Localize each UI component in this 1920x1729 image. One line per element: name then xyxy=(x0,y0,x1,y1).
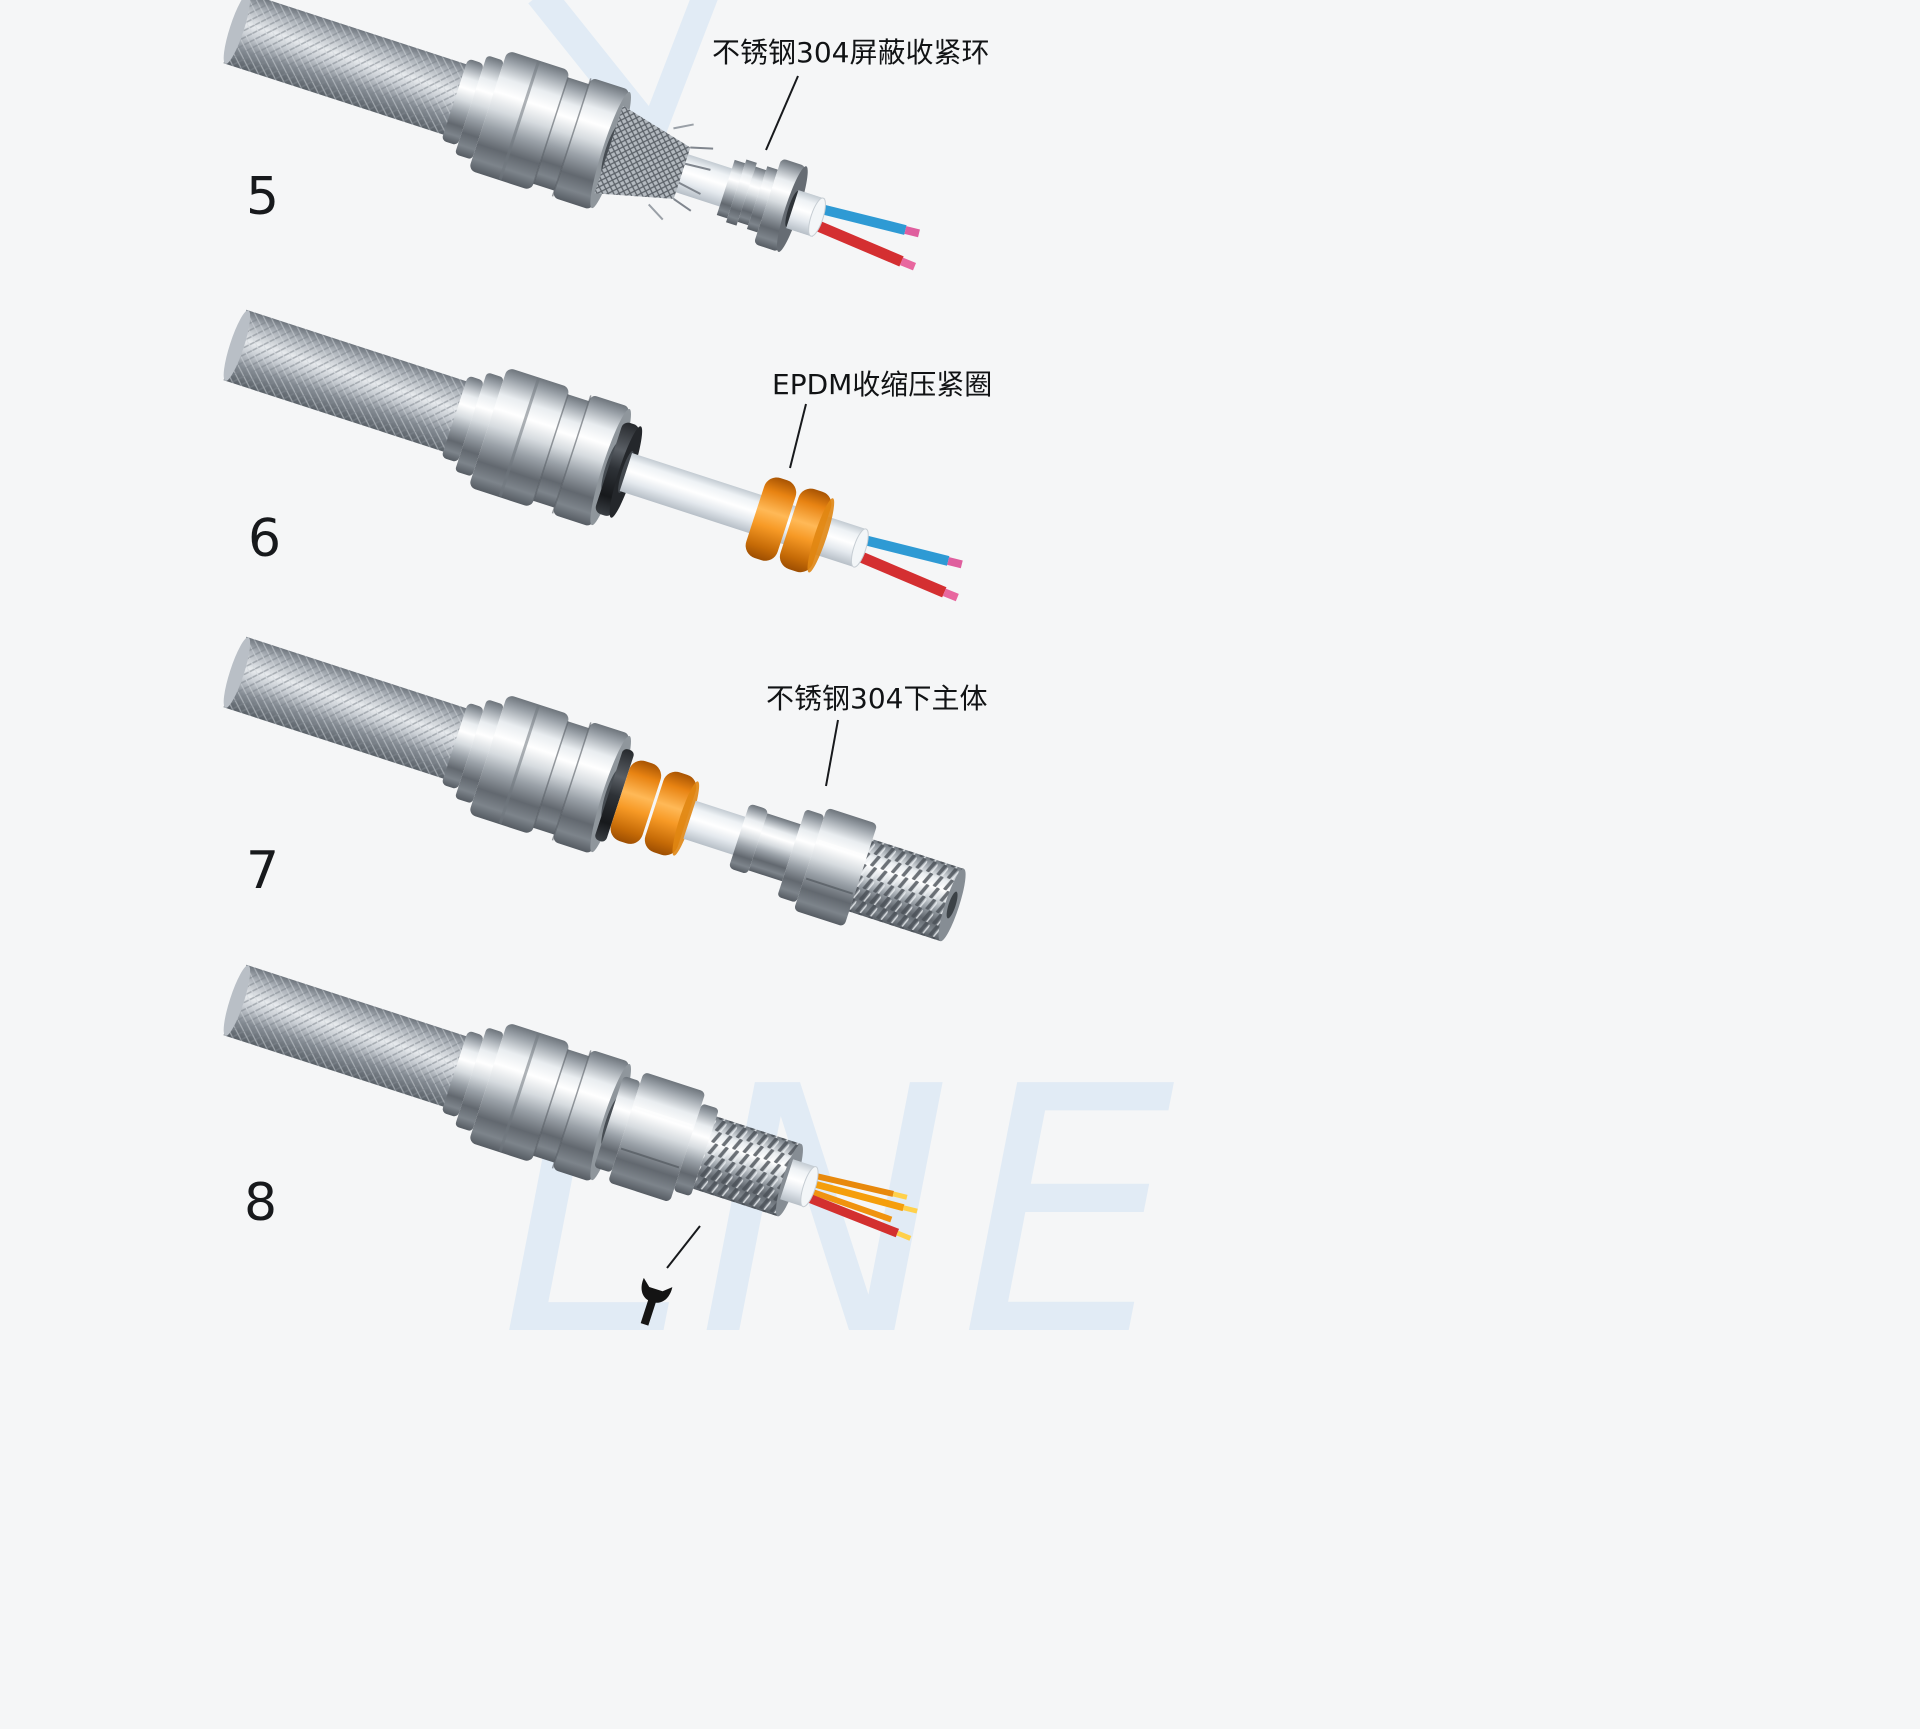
leader-line-step-8 xyxy=(666,1225,701,1269)
step-number-8: 8 xyxy=(244,1173,277,1233)
wire-ends xyxy=(805,196,926,269)
step-6-illustration xyxy=(218,308,982,642)
step-7-figure: 7 不锈钢304下主体 xyxy=(218,635,987,942)
leader-line-step-5 xyxy=(765,75,799,151)
step-5-figure: 5 不锈钢304屏蔽收紧环 xyxy=(218,0,989,310)
braided-cable xyxy=(218,963,471,1109)
epdm-ring xyxy=(742,474,840,578)
lower-body-part xyxy=(729,804,966,942)
label-epdm-ring: EPDM收缩压紧圈 xyxy=(772,368,992,401)
wrench-icon xyxy=(640,1277,673,1326)
step-8-figure: 8 xyxy=(218,963,936,1326)
rolled-shield-mesh xyxy=(595,749,634,842)
leader-line-step-6 xyxy=(789,403,807,469)
step-6-figure: 6 EPDM收缩压紧圈 xyxy=(218,308,992,642)
step-5-illustration xyxy=(218,0,939,310)
braided-cable xyxy=(218,308,471,454)
label-lower-body: 不锈钢304下主体 xyxy=(766,682,987,715)
leader-line-step-7 xyxy=(825,719,839,787)
shield-mesh-flare xyxy=(594,105,714,221)
shield-tightening-ring xyxy=(716,159,808,252)
assembled-lower-body xyxy=(594,1073,803,1217)
braided-cable xyxy=(218,635,471,781)
wire-ends xyxy=(848,527,969,600)
step-8-illustration xyxy=(218,963,936,1282)
step-number-7: 7 xyxy=(246,841,279,901)
step-number-6: 6 xyxy=(248,509,281,569)
braided-cable xyxy=(218,0,471,137)
label-shield-tightening-ring: 不锈钢304屏蔽收紧环 xyxy=(712,36,989,69)
step-number-5: 5 xyxy=(246,167,279,227)
step-7-illustration xyxy=(218,635,966,942)
